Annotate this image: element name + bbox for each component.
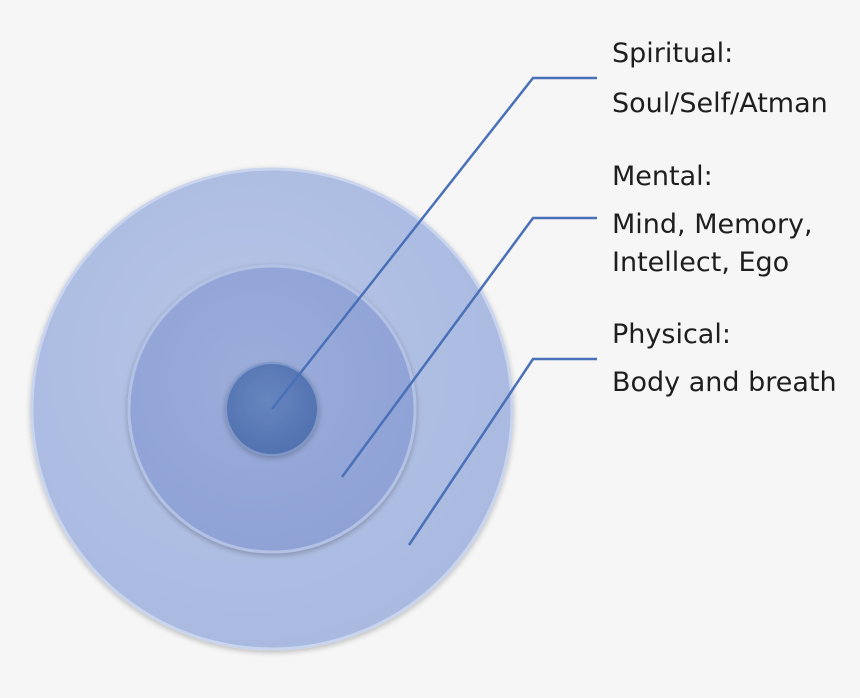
physical-description: Body and breath xyxy=(612,367,837,398)
physical-heading: Physical: xyxy=(612,319,731,350)
spiritual-description: Soul/Self/Atman xyxy=(612,88,828,119)
spiritual-leader-line xyxy=(271,76,597,410)
mental-description-line-2: Intellect, Ego xyxy=(612,247,790,278)
physical-leader-line xyxy=(407,357,597,546)
mental-description-line-1: Mind, Memory, xyxy=(612,209,813,240)
spiritual-heading: Spiritual: xyxy=(612,38,734,69)
mental-leader-line xyxy=(340,216,597,478)
mental-heading: Mental: xyxy=(612,161,713,192)
